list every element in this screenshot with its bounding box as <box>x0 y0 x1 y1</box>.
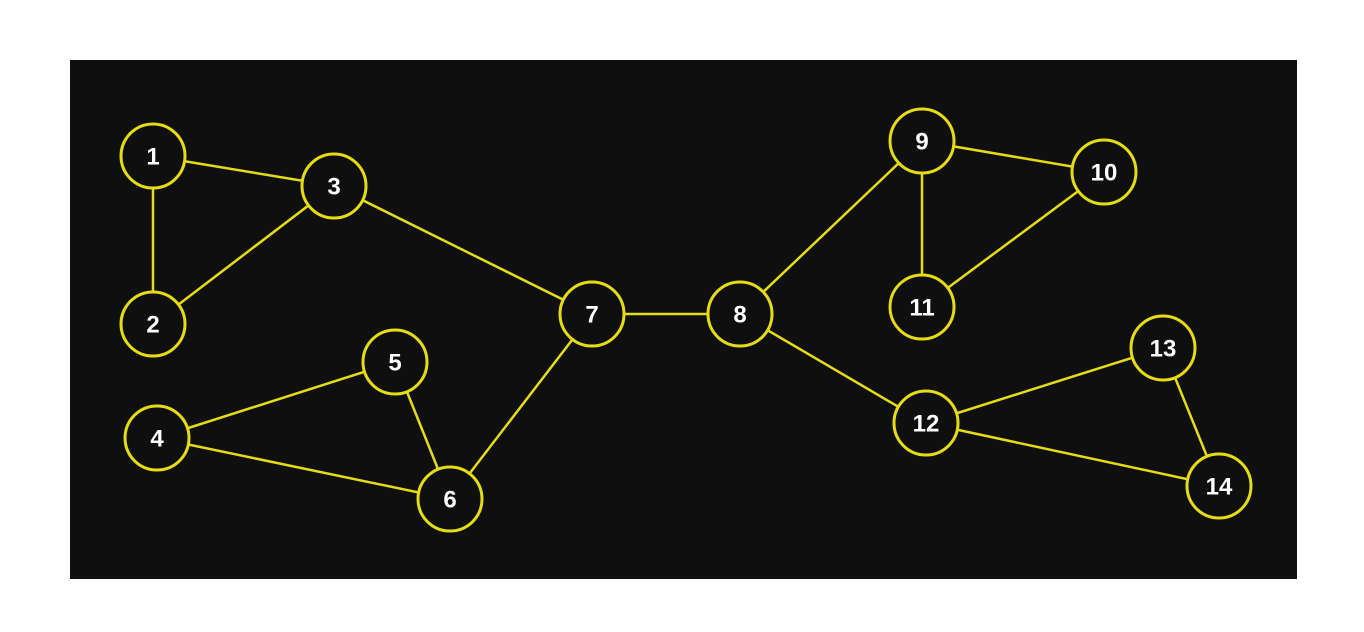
node-label: 6 <box>443 487 456 514</box>
node-label: 8 <box>733 302 746 329</box>
node-circle <box>558 280 626 348</box>
node-circle <box>1129 314 1197 382</box>
node-circle <box>888 273 956 341</box>
node-7: 7 <box>558 280 626 348</box>
node-8: 8 <box>706 280 774 348</box>
node-circle <box>1070 138 1138 206</box>
node-label: 3 <box>327 174 340 201</box>
node-label: 5 <box>388 350 401 377</box>
node-circle <box>416 465 484 533</box>
node-3: 3 <box>300 152 368 220</box>
node-11: 11 <box>888 273 956 341</box>
edge-6-7 <box>449 313 593 500</box>
node-1: 1 <box>119 122 187 190</box>
node-label: 1 <box>146 144 159 171</box>
edge-4-6 <box>156 436 451 501</box>
node-label: 2 <box>146 312 159 339</box>
edge-2-3 <box>152 185 335 325</box>
node-label: 10 <box>1091 160 1118 187</box>
edge-8-9 <box>739 140 923 315</box>
node-circle <box>1185 452 1253 520</box>
node-12: 12 <box>892 389 960 457</box>
edge-12-13 <box>925 346 1164 425</box>
node-circle <box>888 107 956 175</box>
edge-4-5 <box>156 360 396 440</box>
node-label: 13 <box>1150 336 1177 363</box>
node-14: 14 <box>1185 452 1253 520</box>
node-circle <box>119 290 187 358</box>
node-9: 9 <box>888 107 956 175</box>
edge-8-12 <box>739 312 927 425</box>
node-circle <box>300 152 368 220</box>
node-circle <box>361 328 429 396</box>
node-6: 6 <box>416 465 484 533</box>
node-label: 4 <box>150 426 164 453</box>
node-2: 2 <box>119 290 187 358</box>
node-circle <box>892 389 960 457</box>
node-label: 12 <box>913 411 940 438</box>
node-10: 10 <box>1070 138 1138 206</box>
edge-12-14 <box>925 421 1220 488</box>
node-circle <box>123 404 191 472</box>
node-label: 11 <box>909 295 934 322</box>
node-circle <box>119 122 187 190</box>
node-label: 14 <box>1206 474 1233 501</box>
node-4: 4 <box>123 404 191 472</box>
node-circle <box>706 280 774 348</box>
node-label: 9 <box>915 129 928 156</box>
node-5: 5 <box>361 328 429 396</box>
node-13: 13 <box>1129 314 1197 382</box>
edge-3-7 <box>333 184 593 316</box>
edge-10-11 <box>921 170 1105 309</box>
node-label: 7 <box>585 302 598 329</box>
